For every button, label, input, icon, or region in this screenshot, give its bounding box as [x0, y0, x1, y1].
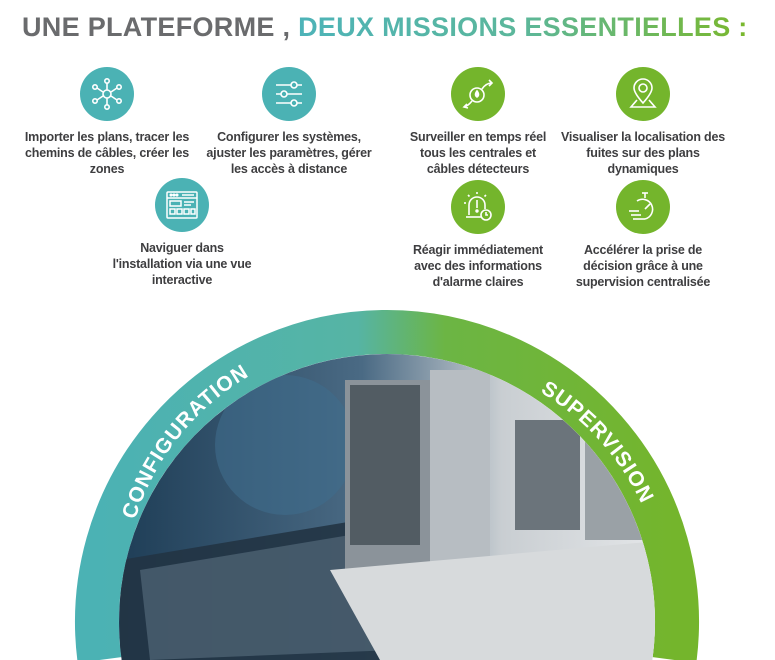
feature-text: Surveiller en temps réel tous les centra… [409, 130, 547, 176]
feature-navigate: Naviguer dans l'installation via une vue… [97, 178, 267, 288]
feature-visualize-leaks: Visualiser la localisation des fuites su… [558, 67, 728, 177]
cable-drop-icon [451, 67, 505, 121]
sliders-icon [262, 67, 316, 121]
map-pin-icon [616, 67, 670, 121]
feature-monitor: Surveiller en temps réel tous les centra… [393, 67, 563, 177]
page-title: UNE PLATEFORME , DEUX MISSIONS ESSENTIEL… [22, 12, 748, 43]
alarm-clock-icon [451, 180, 505, 234]
ring [75, 310, 699, 660]
feature-react: Réagir immédiatement avec des informatio… [393, 180, 563, 290]
title-part-1: UNE PLATEFORME , [22, 12, 291, 42]
browser-window-icon [155, 178, 209, 232]
title-part-2: DEUX MISSIONS ESSENTIELLES : [298, 12, 748, 42]
feature-text: Visualiser la localisation des fuites su… [561, 130, 725, 176]
feature-text: Réagir immédiatement avec des informatio… [412, 243, 544, 289]
feature-text: Importer les plans, tracer les chemins d… [24, 130, 190, 176]
feature-accelerate: Accélérer la prise de décision grâce à u… [558, 180, 728, 290]
feature-text: Accélérer la prise de décision grâce à u… [575, 243, 711, 289]
feature-text: Naviguer dans l'installation via une vue… [112, 241, 252, 287]
feature-configure-systems: Configurer les systèmes, ajuster les par… [204, 67, 374, 177]
stopwatch-speed-icon [616, 180, 670, 234]
network-hub-icon [80, 67, 134, 121]
feature-import-plans: Importer les plans, tracer les chemins d… [22, 67, 192, 177]
feature-text: Configurer les systèmes, ajuster les par… [206, 130, 372, 176]
